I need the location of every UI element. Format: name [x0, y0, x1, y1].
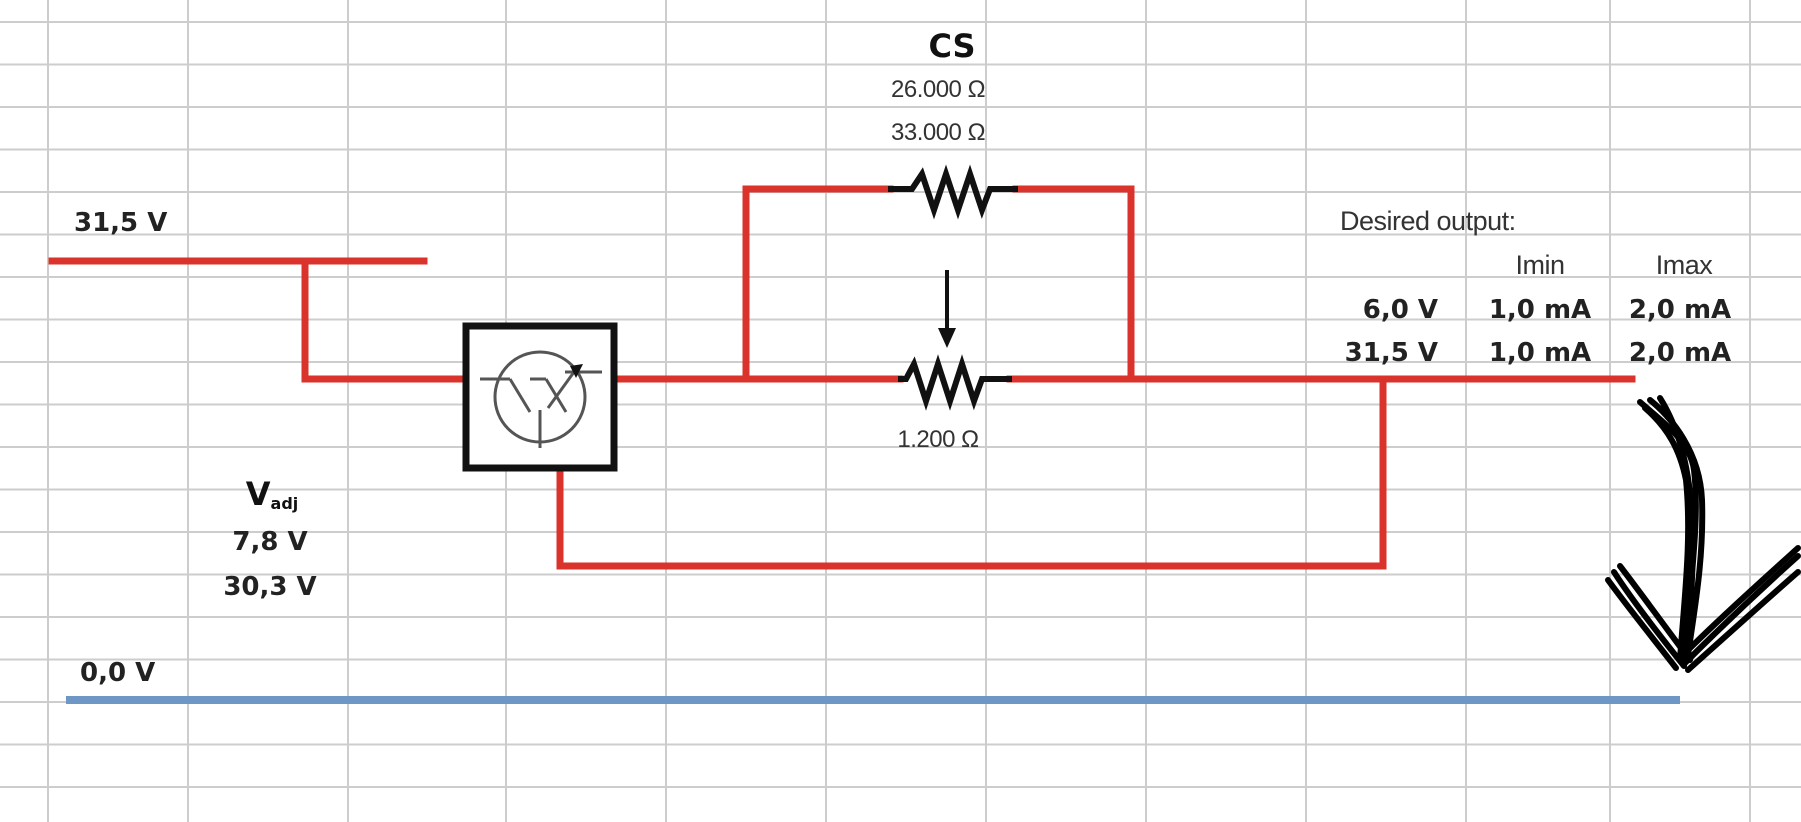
- column-header-imax: Imax: [1655, 250, 1713, 280]
- output-row-1-imax: 2,0 mA: [1628, 295, 1732, 325]
- vadj-symbol: Vadj: [245, 475, 299, 513]
- vadj-value-1: 7,8 V: [232, 527, 308, 557]
- cs-value-1: 26.000 Ω: [890, 76, 986, 103]
- supply-voltage-label: 31,5 V: [74, 208, 168, 238]
- output-row-2-voltage: 31,5 V: [1344, 338, 1438, 368]
- feedback-wire: [556, 375, 1387, 570]
- cs-title: CS: [928, 27, 976, 65]
- potentiometer: [898, 354, 1012, 411]
- output-row-2-imin: 1,0 mA: [1488, 338, 1592, 368]
- output-row-1-voltage: 6,0 V: [1362, 295, 1438, 325]
- potentiometer-wiper-arrow: [938, 270, 956, 348]
- transistor-component: [462, 322, 618, 472]
- output-row-2-imax: 2,0 mA: [1628, 338, 1732, 368]
- cs-branch-right-wire: [1012, 185, 1135, 383]
- circuit-wires: [48, 185, 1636, 570]
- cs-branch-left-wire: [742, 185, 894, 383]
- handdrawn-arrow-annotation: [1605, 395, 1801, 673]
- output-row-1-imin: 1,0 mA: [1488, 295, 1592, 325]
- ground-voltage-label: 0,0 V: [80, 658, 156, 688]
- cs-resistor: [888, 164, 1018, 220]
- supply-to-transistor-wire: [301, 257, 472, 383]
- column-header-imin: Imin: [1515, 250, 1565, 280]
- cs-value-2: 33.000 Ω: [890, 119, 986, 146]
- vadj-value-2: 30,3 V: [223, 572, 317, 602]
- potentiometer-value: 1.200 Ω: [897, 426, 979, 453]
- desired-output-heading: Desired output:: [1340, 206, 1516, 236]
